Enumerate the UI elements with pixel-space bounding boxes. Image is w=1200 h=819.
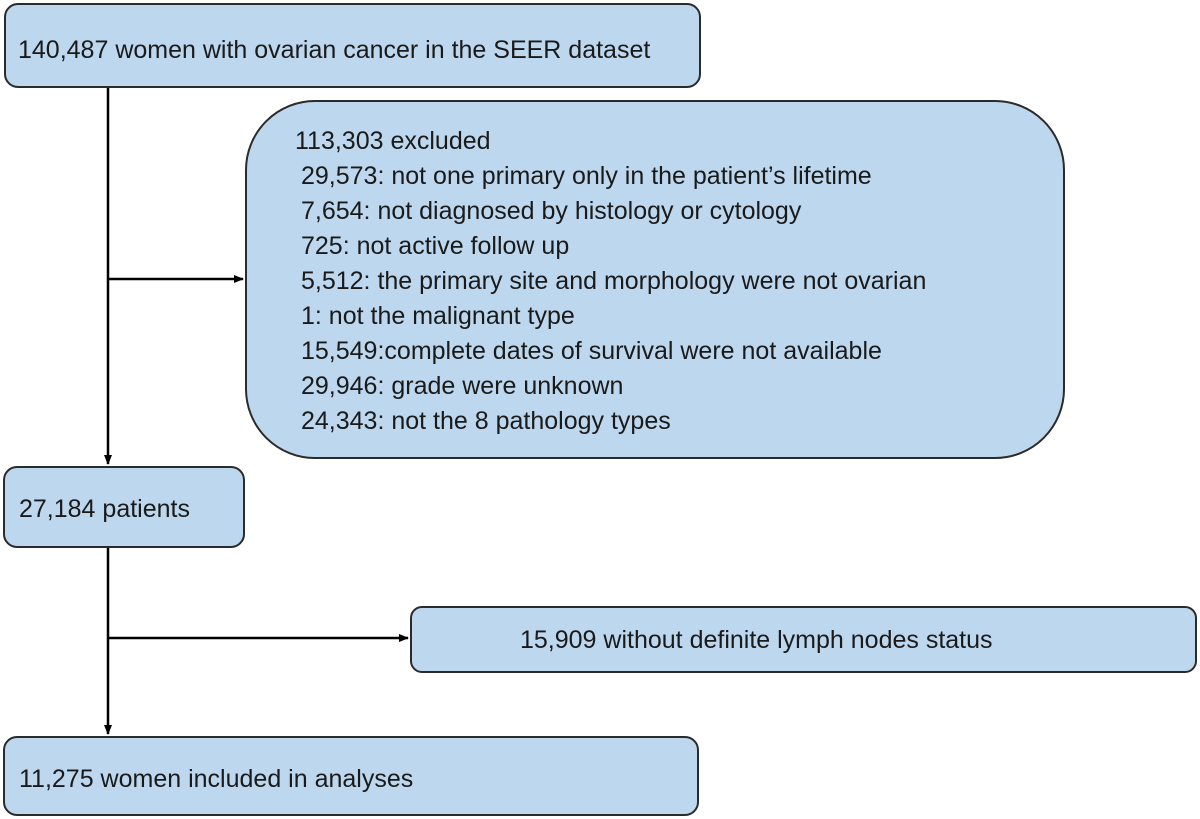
excluded-heading: 113,303 excluded	[295, 127, 491, 155]
patients-text: 27,184 patients	[19, 495, 190, 523]
excluded-reason: 725: not active follow up	[301, 232, 570, 260]
excluded-reason: 5,512: the primary site and morphology w…	[301, 267, 927, 295]
patients-box: 27,184 patients	[3, 466, 245, 548]
excluded-reason: 1: not the malignant type	[301, 302, 575, 330]
excluded-reason: 29,946: grade were unknown	[301, 372, 624, 400]
included-box: 11,275 women included in analyses	[3, 736, 699, 816]
excluded-reason: 24,343: not the 8 pathology types	[301, 407, 671, 435]
excluded-reason: 29,573: not one primary only in the pati…	[301, 162, 872, 190]
included-text: 11,275 women included in analyses	[19, 765, 414, 793]
cohort-text: 140,487 women with ovarian cancer in the…	[18, 36, 651, 64]
lymph-excluded-box: 15,909 without definite lymph nodes stat…	[410, 606, 1197, 673]
cohort-box: 140,487 women with ovarian cancer in the…	[4, 3, 701, 88]
excluded-box: 113,303 excluded 29,573: not one primary…	[245, 100, 1065, 459]
excluded-reason: 15,549:complete dates of survival were n…	[301, 337, 882, 365]
excluded-reason: 7,654: not diagnosed by histology or cyt…	[301, 197, 802, 225]
lymph-excluded-text: 15,909 without definite lymph nodes stat…	[520, 626, 993, 654]
